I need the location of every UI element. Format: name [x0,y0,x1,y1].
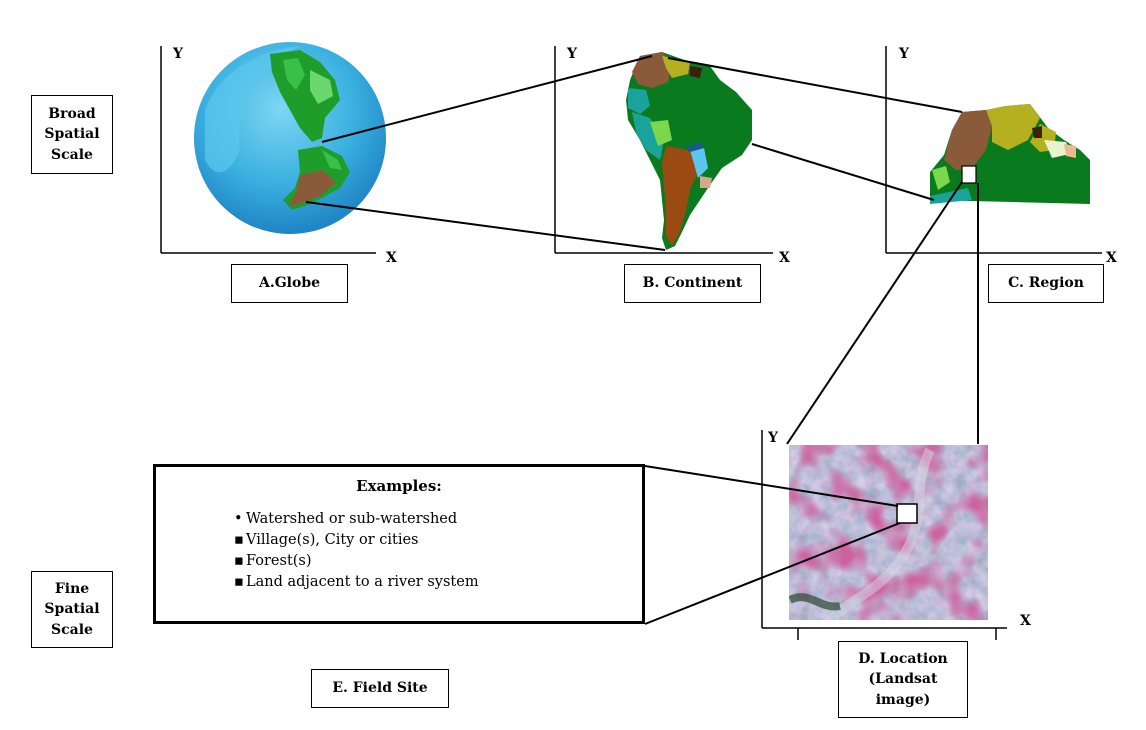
examples-box: Examples: •Watershed or sub-watershed ▪V… [153,464,645,624]
example-text: Forest(s) [246,553,312,569]
list-item: ▪Village(s), City or cities [234,530,479,551]
broad-scale-label: Broad Spatial Scale [31,95,113,174]
example-text: Land adjacent to a river system [246,574,479,590]
panel-c-caption: C. Region [988,264,1104,303]
example-text: Watershed or sub-watershed [246,511,458,527]
examples-title: Examples: [356,477,442,495]
continent-y-label: Y [567,46,577,62]
panel-d-caption: D. Location (Landsat image) [838,641,968,718]
broad-scale-line-1: Broad [48,106,96,123]
broad-scale-line-2: Spatial [44,126,100,143]
broad-scale-line-3: Scale [51,146,93,163]
region-x-label: X [1106,250,1117,266]
globe-image [194,42,386,234]
panel-d-line-2: (Landsat [868,671,938,688]
list-item: ▪Land adjacent to a river system [234,572,479,593]
continent-image [626,52,752,250]
fine-scale-line-2: Spatial [44,601,100,618]
fine-scale-line-3: Scale [51,621,93,638]
panel-e-caption: E. Field Site [311,669,449,708]
region-y-label: Y [899,46,909,62]
fine-scale-label: Fine Spatial Scale [31,571,113,648]
panel-d-line-3: image) [875,691,931,708]
location-x-label: X [1020,613,1031,629]
example-text: Village(s), City or cities [246,532,419,548]
region-image [930,104,1090,204]
list-item: •Watershed or sub-watershed [234,509,479,530]
bullet-icon: ▪ [234,532,244,548]
examples-list: •Watershed or sub-watershed ▪Village(s),… [234,509,479,593]
globe-y-label: Y [173,46,183,62]
globe-x-label: X [386,250,397,266]
panel-d-line-1: D. Location [858,651,948,668]
bullet-icon: ▪ [234,574,244,590]
bullet-icon: • [234,511,243,527]
fine-scale-line-1: Fine [54,581,90,598]
location-y-label: Y [768,430,778,446]
panel-a-caption: A.Globe [231,264,348,303]
location-axes [761,430,1007,640]
globe-axes [160,46,376,254]
region-axes [885,46,1102,254]
bullet-icon: ▪ [234,553,244,569]
list-item: ▪Forest(s) [234,551,479,572]
panel-b-caption: B. Continent [624,264,761,303]
continent-x-label: X [779,250,790,266]
landsat-image [789,445,988,620]
connector-lines [305,55,979,625]
